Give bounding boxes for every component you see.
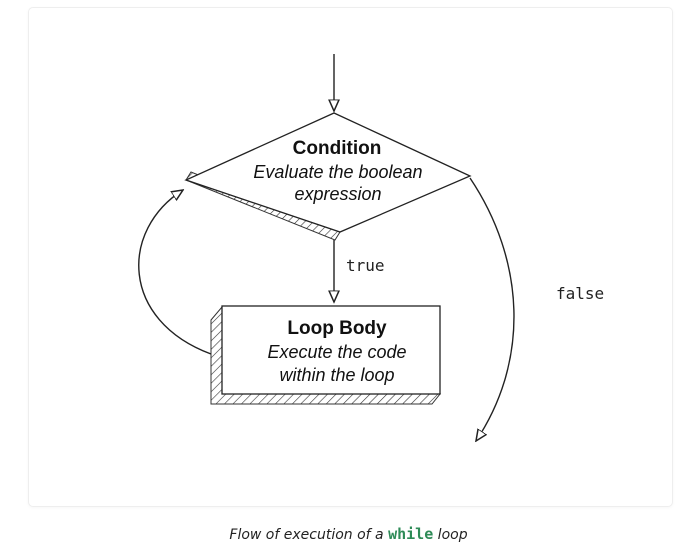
condition-text-line2: expression [294,184,381,204]
figure-caption: Flow of execution of a while loop [0,525,697,543]
condition-diamond [184,112,472,233]
diagram-card [29,8,672,506]
condition-text-line1: Evaluate the boolean [253,162,422,182]
condition-title: Condition [293,138,382,159]
loop-body-box [221,305,441,395]
caption-keyword: while [388,525,434,543]
loop-body-text-line1: Execute the code [267,342,406,362]
false-arrow [469,177,515,441]
false-label: false [556,284,604,303]
loop-back-arrow [138,190,212,355]
true-label: true [346,256,385,275]
caption-prefix: Flow of execution of a [229,527,389,543]
loop-body-text-line2: within the loop [279,365,394,385]
caption-suffix: loop [433,527,468,543]
loop-body-title: Loop Body [287,318,387,339]
